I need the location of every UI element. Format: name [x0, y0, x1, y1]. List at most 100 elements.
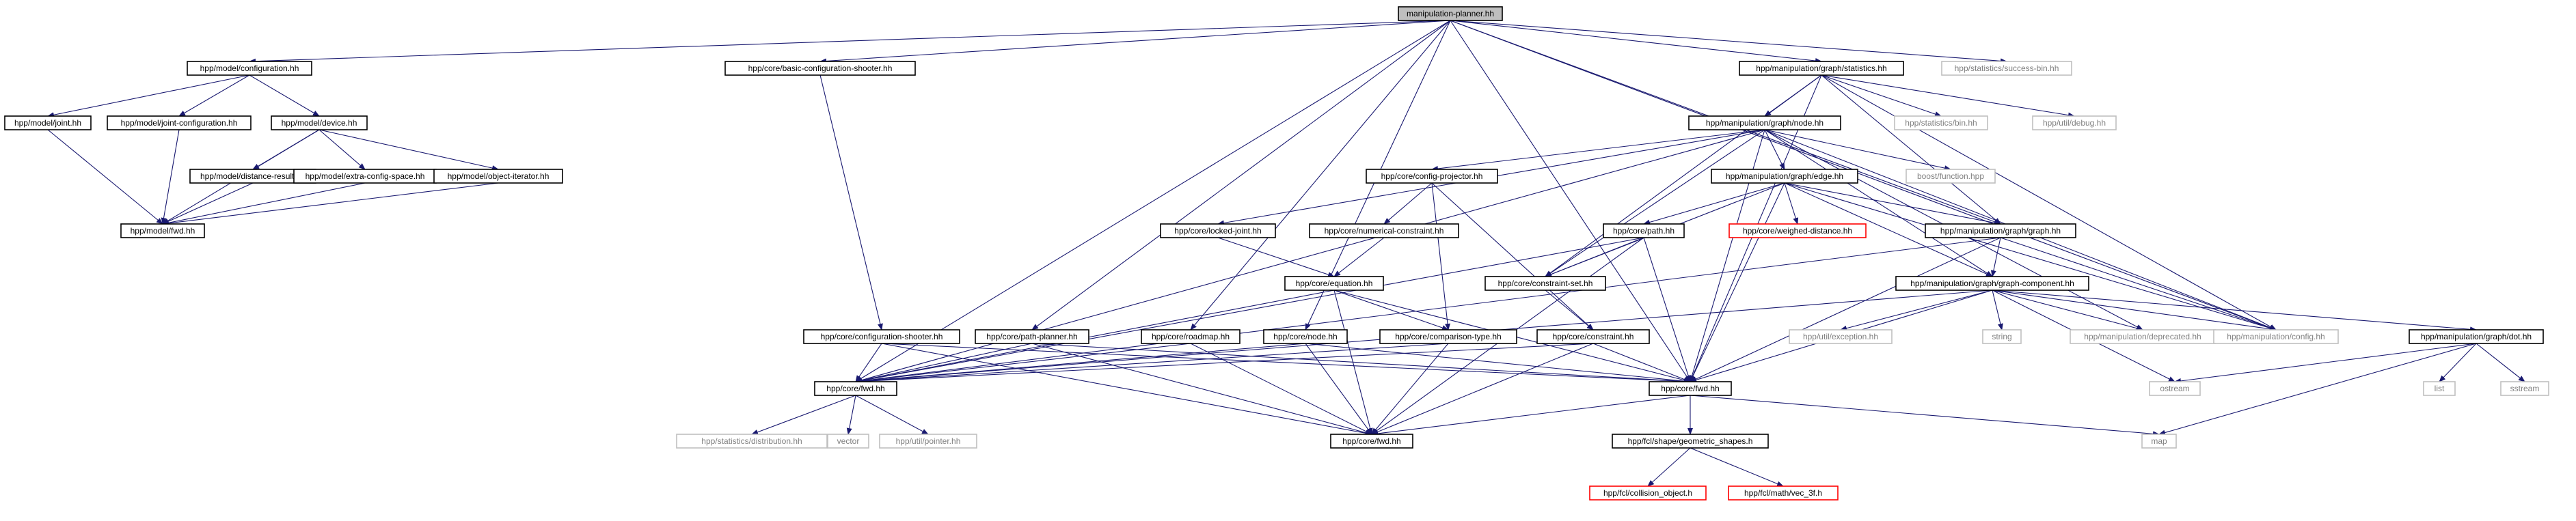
- edge-root-to-fclfwd: [855, 20, 1451, 382]
- node-corefwd[interactable]: hpp/core/fwd.hh: [1330, 434, 1413, 449]
- node-exc: hpp/util/exception.hh: [1789, 329, 1893, 344]
- node-label: ostream: [2160, 384, 2189, 393]
- node-label: hpp/core/path-planner.hh: [986, 332, 1077, 341]
- node-pp[interactable]: hpp/core/path-planner.hh: [975, 329, 1089, 344]
- node-cnode[interactable]: hpp/core/node.hh: [1263, 329, 1348, 344]
- node-oit[interactable]: hpp/model/object-iterator.hh: [433, 169, 563, 184]
- edge-cnode-to-fclfwd: [855, 343, 1306, 384]
- edge-gcomp-to-exc: [1840, 290, 1993, 331]
- node-gcomp[interactable]: hpp/manipulation/graph/graph-component.h…: [1895, 276, 2089, 291]
- node-box: [1895, 276, 2089, 291]
- edge-edge-to-cfwd: [1690, 182, 1785, 382]
- node-box: [1263, 329, 1348, 344]
- node-mnode[interactable]: hpp/manipulation/graph/node.hh: [1688, 115, 1841, 130]
- node-root[interactable]: manipulation-planner.hh: [1398, 6, 1503, 21]
- edge-ctype-to-corefwd: [1371, 343, 1449, 435]
- node-wd[interactable]: hpp/core/weighed-distance.hh: [1728, 223, 1867, 238]
- node-label: hpp/core/locked-joint.hh: [1174, 226, 1261, 236]
- node-cset[interactable]: hpp/core/constraint-set.hh: [1484, 276, 1606, 291]
- node-label: hpp/util/debug.hh: [2043, 118, 2106, 128]
- node-dev[interactable]: hpp/model/device.hh: [271, 115, 368, 130]
- node-succ: hpp/statistics/success-bin.hh: [1941, 61, 2072, 76]
- node-label: hpp/manipulation/graph/statistics.hh: [1756, 64, 1886, 73]
- node-cfwd[interactable]: hpp/core/fwd.hh: [1649, 381, 1732, 396]
- edge-stat-to-dbg: [1821, 74, 2075, 118]
- node-box: [1536, 329, 1650, 344]
- edge-root-to-cfg: [249, 20, 1451, 64]
- edge-path-to-cset: [1545, 237, 1644, 277]
- edge-cset-to-constr: [1545, 290, 1594, 330]
- edge-layer: [47, 20, 2525, 487]
- node-box: [1941, 61, 2072, 76]
- edge-gcomp-to-depr: [1992, 290, 2143, 331]
- edge-stat-to-mcfg: [1821, 74, 2277, 330]
- edge-stat-to-cset: [1545, 74, 1822, 277]
- node-label: map: [2151, 436, 2167, 446]
- node-cs[interactable]: hpp/core/configuration-shooter.hh: [803, 329, 960, 344]
- node-layer: manipulation-planner.hh hpp/model/configu…: [4, 6, 2549, 501]
- node-label: hpp/manipulation/graph/edge.hh: [1726, 171, 1843, 181]
- node-jcfg[interactable]: hpp/model/joint-configuration.hh: [107, 115, 252, 130]
- node-fclfwd[interactable]: hpp/core/fwd.hh: [814, 381, 897, 396]
- node-label: hpp/manipulation/graph/graph.hh: [1940, 226, 2061, 236]
- node-depr: hpp/manipulation/deprecated.hh: [2070, 329, 2216, 344]
- edge-constr-to-fclfwd: [855, 343, 1594, 384]
- node-label: hpp/core/weighed-distance.hh: [1743, 226, 1852, 236]
- node-coll[interactable]: hpp/fcl/collision_object.h: [1589, 485, 1707, 501]
- node-box: [1366, 169, 1498, 184]
- edge-root-to-mcfg: [1450, 20, 2277, 330]
- node-mfwd[interactable]: hpp/model/fwd.hh: [120, 223, 205, 238]
- node-label: hpp/model/extra-config-space.hh: [306, 171, 425, 181]
- node-edge[interactable]: hpp/manipulation/graph/edge.hh: [1711, 169, 1858, 184]
- node-label: hpp/manipulation/graph/dot.hh: [2421, 332, 2532, 341]
- node-label: hpp/manipulation/graph/node.hh: [1706, 118, 1823, 128]
- node-box: [814, 381, 897, 396]
- node-bcs[interactable]: hpp/core/basic-configuration-shooter.hh: [724, 61, 916, 76]
- node-path[interactable]: hpp/core/path.hh: [1603, 223, 1685, 238]
- node-str: string: [1982, 329, 2022, 344]
- node-geom[interactable]: hpp/fcl/shape/geometric_shapes.h: [1612, 434, 1769, 449]
- edge-graph-to-gcomp: [1990, 237, 2001, 277]
- edge-jcfg-to-mfwd: [161, 129, 180, 225]
- node-box: [1141, 329, 1240, 344]
- node-lj[interactable]: hpp/core/locked-joint.hh: [1160, 223, 1276, 238]
- node-ctype[interactable]: hpp/core/comparison-type.hh: [1379, 329, 1517, 344]
- node-constr[interactable]: hpp/core/constraint.hh: [1536, 329, 1650, 344]
- edge-cfwd-to-corefwd: [1371, 395, 1691, 436]
- node-box: [2149, 381, 2201, 396]
- node-cproj[interactable]: hpp/core/config-projector.hh: [1366, 169, 1498, 184]
- node-nc[interactable]: hpp/core/numerical-constraint.hh: [1309, 223, 1459, 238]
- node-ecs[interactable]: hpp/model/extra-config-space.hh: [293, 169, 437, 184]
- node-box: [724, 61, 916, 76]
- node-label: boost/function.hpp: [1917, 171, 1984, 181]
- node-vec: vector: [827, 434, 869, 449]
- node-joint[interactable]: hpp/model/joint.hh: [4, 115, 92, 130]
- edge-cs-to-fclfwd: [855, 343, 882, 382]
- node-label: hpp/manipulation/deprecated.hh: [2084, 332, 2201, 341]
- node-label: hpp/core/node.hh: [1273, 332, 1337, 341]
- node-stat[interactable]: hpp/manipulation/graph/statistics.hh: [1739, 61, 1904, 76]
- node-box: [1728, 485, 1839, 501]
- edge-dev-to-dist: [252, 129, 320, 170]
- edge-root-to-cfwd: [1450, 20, 1691, 382]
- node-box: [2423, 381, 2456, 396]
- node-rm[interactable]: hpp/core/roadmap.hh: [1141, 329, 1240, 344]
- node-cfg[interactable]: hpp/model/configuration.hh: [187, 61, 312, 76]
- node-box: [187, 61, 312, 76]
- node-box: [1589, 485, 1707, 501]
- node-vec3[interactable]: hpp/fcl/math/vec_3f.h: [1728, 485, 1839, 501]
- edge-dot-to-map: [2158, 343, 2477, 436]
- node-label: hpp/core/config-projector.hh: [1381, 171, 1483, 181]
- node-box: [1906, 169, 1996, 184]
- node-label: hpp/core/basic-configuration-shooter.hh: [748, 64, 893, 73]
- node-dot[interactable]: hpp/manipulation/graph/dot.hh: [2409, 329, 2544, 344]
- node-dist[interactable]: hpp/model/distance-result.hh: [189, 169, 316, 184]
- edge-cfg-to-jcfg: [178, 74, 250, 117]
- edge-ctype-to-fclfwd: [855, 343, 1449, 384]
- node-eq[interactable]: hpp/core/equation.hh: [1284, 276, 1384, 291]
- node-bin: hpp/statistics/bin.hh: [1894, 115, 1988, 130]
- edge-geom-to-vec3: [1690, 447, 1784, 487]
- node-label: hpp/fcl/math/vec_3f.h: [1744, 488, 1822, 498]
- node-label: hpp/core/fwd.hh: [1661, 384, 1719, 393]
- node-graph[interactable]: hpp/manipulation/graph/graph.hh: [1925, 223, 2076, 238]
